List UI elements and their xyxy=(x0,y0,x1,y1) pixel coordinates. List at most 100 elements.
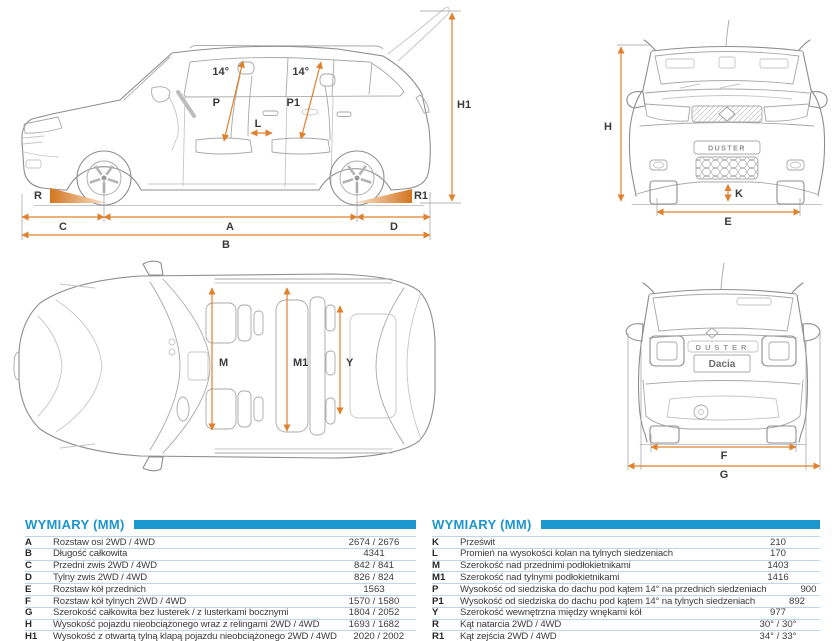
table-title: WYMIARY (MM) xyxy=(25,517,125,532)
lower-grille xyxy=(695,156,759,180)
front-seat xyxy=(195,137,253,155)
windshield-top xyxy=(149,281,181,451)
antenna xyxy=(720,262,725,290)
label-g: G xyxy=(720,469,729,481)
row-label: Wysokość od siedziska do dachu pod kątem… xyxy=(460,583,767,595)
center-console xyxy=(187,351,209,381)
dimension-diagrams: H1 14° 14° P P1 L R R1 C A D B D xyxy=(13,6,828,481)
sun-visor xyxy=(665,58,695,69)
rearview-mirror xyxy=(718,56,736,69)
right-mirror xyxy=(808,91,828,109)
label-h1: H1 xyxy=(457,99,471,111)
title-bar xyxy=(133,520,416,529)
row-value: 1563 xyxy=(363,583,385,595)
row-label: Szerokość nad tylnymi podłokietnikami xyxy=(460,571,620,583)
label-l: L xyxy=(255,118,262,130)
label-k: K xyxy=(735,188,743,200)
row-key: P xyxy=(432,583,439,595)
row-key: M xyxy=(432,560,440,572)
row-key: A xyxy=(25,536,32,548)
steering-wheel xyxy=(176,90,196,118)
taillight xyxy=(415,94,430,114)
row-label: Długość całkowita xyxy=(53,548,128,560)
row-value: 170 xyxy=(769,548,786,560)
departure-angle-triangle xyxy=(353,189,412,203)
side-glass xyxy=(183,57,405,98)
left-mirror xyxy=(625,323,644,342)
row-value: 210 xyxy=(769,536,786,548)
row-key: R1 xyxy=(432,630,445,641)
row-value: 892 xyxy=(789,595,806,607)
row-label: Szerokość wewnętrzna między wnękami kół xyxy=(460,607,642,619)
dim-line-p xyxy=(222,60,245,142)
row-label: Tylny zwis 2WD / 4WD xyxy=(53,571,148,583)
side-body-outline xyxy=(21,45,431,191)
rear-seat xyxy=(271,137,331,155)
dacia-emblem xyxy=(705,327,719,339)
bumper-bottom xyxy=(636,181,818,195)
row-value: 1403 xyxy=(767,560,789,572)
top-view-drawing: M M1 Y xyxy=(13,260,436,472)
table-title: WYMIARY (MM) xyxy=(432,517,532,532)
table-row: E Rozstaw kół przednich 1563 xyxy=(25,584,416,596)
front-left-tire xyxy=(649,180,678,205)
door-handle xyxy=(262,110,279,116)
row-key: Y xyxy=(432,607,439,619)
row-value: 900 xyxy=(800,583,817,595)
row-key: K xyxy=(432,536,439,548)
tow-hook xyxy=(693,404,709,420)
row-key: B xyxy=(25,548,32,560)
dacia-emblem xyxy=(718,106,736,122)
row-key: G xyxy=(25,607,33,619)
roof-rail-tips xyxy=(643,39,811,51)
taillight xyxy=(761,335,797,367)
trunk-area xyxy=(349,313,397,419)
top-body-outline xyxy=(18,273,436,459)
row-value: 1570 / 1580 xyxy=(348,595,400,607)
row-label: Wysokość pojazdu nieobciążonego wraz z r… xyxy=(53,619,320,631)
rear-window xyxy=(652,293,794,332)
label-d: D xyxy=(390,221,398,233)
table-row: M Szerokość nad przednimi podłokietnikami… xyxy=(432,561,820,573)
row-key: R xyxy=(432,619,439,631)
label-h: H xyxy=(604,121,612,133)
rear-bench-top xyxy=(275,296,336,436)
table-row: G Szerokość całkowita bez lusterek / z lu… xyxy=(25,608,416,620)
row-label: Szerokość całkowita bez lusterek / z lus… xyxy=(53,607,289,619)
row-key: D xyxy=(25,571,32,583)
sun-visor xyxy=(759,58,789,69)
fog-light xyxy=(786,159,805,171)
row-key: H xyxy=(25,619,32,631)
license-plate xyxy=(693,354,751,373)
open-tailgate-outline xyxy=(387,7,446,55)
title-bar xyxy=(540,520,820,529)
roof-rail-tips xyxy=(642,282,804,294)
badge-strip xyxy=(687,340,759,353)
roof-rails-top xyxy=(214,278,393,454)
door-handle xyxy=(336,111,352,117)
row-key: E xyxy=(25,583,32,595)
row-key: P1 xyxy=(432,595,444,607)
row-value: 2020 / 2002 xyxy=(353,630,405,641)
table-row: H Wysokość pojazdu nieobciążonego wraz z … xyxy=(25,620,416,632)
label-a: A xyxy=(226,221,234,233)
label-p1: P1 xyxy=(287,97,300,109)
label-p: P xyxy=(213,97,220,109)
row-label: Rozstaw kół przednich xyxy=(53,583,146,595)
table-row: P1 Wysokość od siedziska do dachu pod kąt… xyxy=(432,596,820,608)
label-angle-front: 14° xyxy=(212,66,229,78)
row-label: Wysokość od siedziska do dachu pod kątem… xyxy=(460,595,756,607)
headlight xyxy=(23,116,63,134)
row-label: Wysokość z otwartą tylną klapą pojazdu n… xyxy=(53,630,337,641)
row-label: Szerokość nad przednimi podłokietnikami xyxy=(460,560,631,572)
